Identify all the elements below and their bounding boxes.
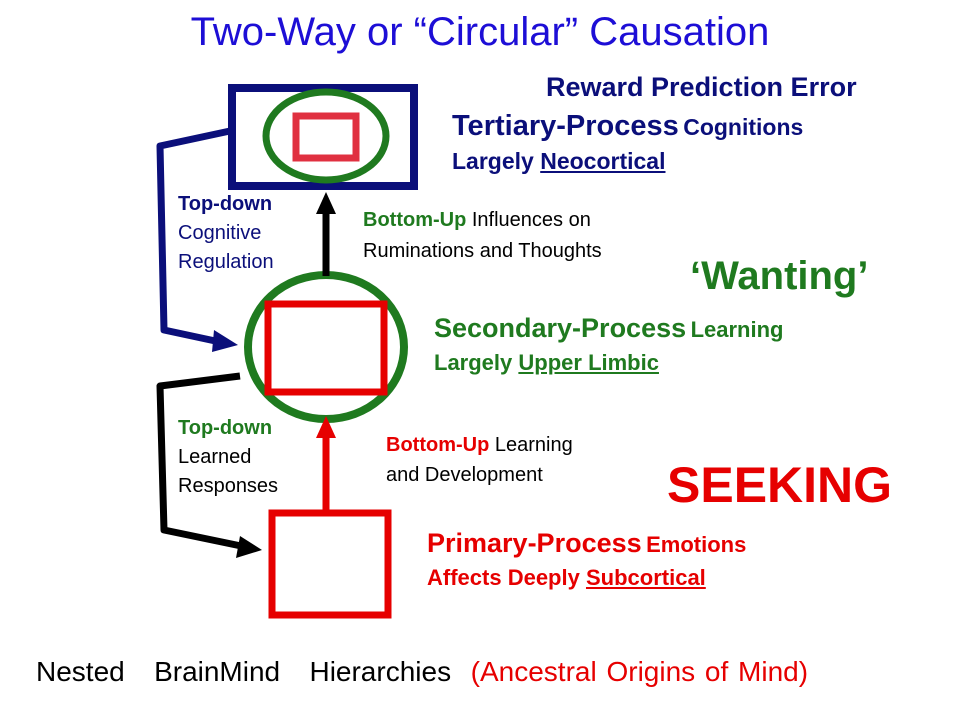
bottom-up-thoughts-label: Bottom-Up Influences on Ruminations and … <box>363 205 602 267</box>
and-development-text: and Development <box>386 464 543 486</box>
primary-box <box>268 509 392 619</box>
neocortical-text: Neocortical <box>540 148 666 174</box>
secondary-rect <box>264 300 388 396</box>
bottom-up-learning-label: Bottom-Up Learning and Development <box>386 430 573 490</box>
subcortical-text: Subcortical <box>585 565 706 590</box>
reward-prediction-error-label: Reward Prediction Error <box>546 72 857 102</box>
top-down-arrow-upper <box>156 127 231 346</box>
footer-nested: Nested <box>36 656 125 687</box>
bottom-up-arrow-upper-head <box>316 192 336 214</box>
footer-hierarchies: Hierarchies <box>309 656 452 687</box>
largely-text-secondary: Largely <box>434 350 513 375</box>
primary-label: Primary-Process Emotions <box>427 528 746 559</box>
top-down-learned-label: Top-down Learned Responses <box>178 414 278 501</box>
tertiary-process-text: Tertiary-Process <box>452 110 679 142</box>
upper-limbic-text: Upper Limbic <box>518 350 659 375</box>
emotions-text: Emotions <box>646 532 747 557</box>
top-down-text-lower: Top-down <box>178 417 273 439</box>
learning-text-lower: Learning <box>494 434 573 456</box>
cognitions-text: Cognitions <box>683 114 804 140</box>
largely-upper-limbic-label: Largely Upper Limbic <box>434 350 659 376</box>
learning-text: Learning <box>690 317 784 342</box>
affects-subcortical-label: Affects Deeply Subcortical <box>427 565 706 591</box>
ruminations-text: Ruminations and Thoughts <box>363 240 602 262</box>
bottom-up-text-lower: Bottom-Up <box>386 434 490 456</box>
responses-text: Responses <box>178 475 279 497</box>
top-down-arrow-upper-head <box>212 330 238 352</box>
top-down-cognitive-label: Top-down Cognitive Regulation <box>178 190 274 277</box>
bottom-up-arrow-lower-head <box>316 416 336 438</box>
secondary-process-text: Secondary-Process <box>434 313 687 343</box>
top-down-arrow-lower-head <box>236 536 262 558</box>
largely-neocortical-label: Largely Neocortical <box>452 148 665 175</box>
tertiary-oval <box>262 88 390 184</box>
top-down-text-upper: Top-down <box>178 193 273 215</box>
learned-text: Learned <box>178 446 252 468</box>
deeply-text: Deeply <box>507 565 580 590</box>
top-down-arrow-lower <box>156 372 247 551</box>
tertiary-label: Tertiary-Process Cognitions <box>452 110 803 143</box>
secondary-label: Secondary-Process Learning <box>434 313 783 344</box>
largely-text: Largely <box>452 148 534 174</box>
bottom-up-text-upper: Bottom-Up <box>363 209 467 231</box>
regulation-text: Regulation <box>178 251 274 273</box>
primary-process-text: Primary-Process <box>427 528 642 558</box>
footer-ancestral-origins: (Ancestral Origins of Mind) <box>470 656 809 687</box>
tertiary-box <box>228 84 418 190</box>
seeking-label: SEEKING <box>667 457 893 513</box>
page-title: Two-Way or “Circular” Causation <box>190 10 770 54</box>
wanting-label: ‘Wanting’ <box>690 254 869 298</box>
affects-text: Affects <box>427 565 502 590</box>
influences-on-text: Influences on <box>471 209 591 231</box>
tertiary-inner-rect <box>292 112 360 162</box>
footer: Nested BrainMind Hierarchies (Ancestral … <box>36 656 808 688</box>
cognitive-text: Cognitive <box>178 222 262 244</box>
footer-brainmind: BrainMind <box>154 656 281 687</box>
